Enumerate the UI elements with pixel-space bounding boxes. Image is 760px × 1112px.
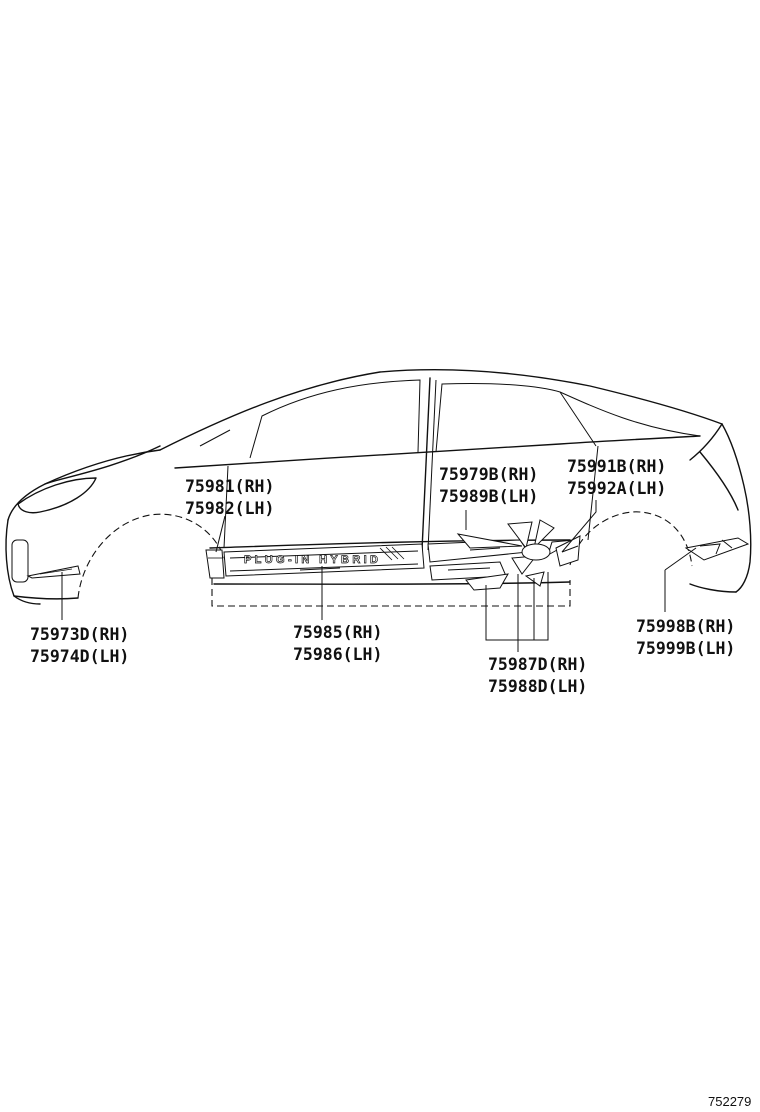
part-number-lh: 75982(LH) [185, 499, 274, 518]
callout-side-stripe: 75985(RH) 75986(LH) [293, 623, 382, 664]
callout-rear-quarter-stripe: 75991B(RH) 75992A(LH) [567, 457, 666, 498]
part-number-rh: 75998B(RH) [636, 617, 735, 636]
part-number-lh: 75986(LH) [293, 645, 382, 664]
callout-front-bumper-sticker: 75973D(RH) 75974D(LH) [30, 625, 129, 666]
part-number-rh: 75985(RH) [293, 623, 382, 642]
front-bumper-sticker-decal [26, 565, 81, 579]
rear-bumper-sticker-decal [684, 537, 750, 561]
callout-lower-stripe: 75987D(RH) 75988D(LH) [488, 655, 587, 696]
part-number-rh: 75987D(RH) [488, 655, 587, 674]
figure-reference-number: 752279 [708, 1094, 751, 1109]
callout-rear-door-stripe: 75979B(RH) 75989B(LH) [439, 465, 538, 506]
side-stripe-decal: PLUG-IN HYBRID [223, 543, 425, 577]
part-number-lh: 75989B(LH) [439, 487, 538, 506]
rocker-sticker-decal [205, 549, 225, 579]
part-number-rh: 75973D(RH) [30, 625, 129, 644]
part-number-lh: 75992A(LH) [567, 479, 666, 498]
part-number-rh: 75991B(RH) [567, 457, 666, 476]
part-number-lh: 75988D(LH) [488, 677, 587, 696]
callout-rear-bumper-sticker: 75998B(RH) 75999B(LH) [636, 617, 735, 658]
part-number-rh: 75979B(RH) [439, 465, 538, 484]
part-number-rh: 75981(RH) [185, 477, 274, 496]
part-number-lh: 75999B(LH) [636, 639, 735, 658]
callout-rocker-sticker: 75981(RH) 75982(LH) [185, 477, 274, 518]
leader-lines [61, 500, 697, 652]
part-number-lh: 75974D(LH) [30, 647, 129, 666]
